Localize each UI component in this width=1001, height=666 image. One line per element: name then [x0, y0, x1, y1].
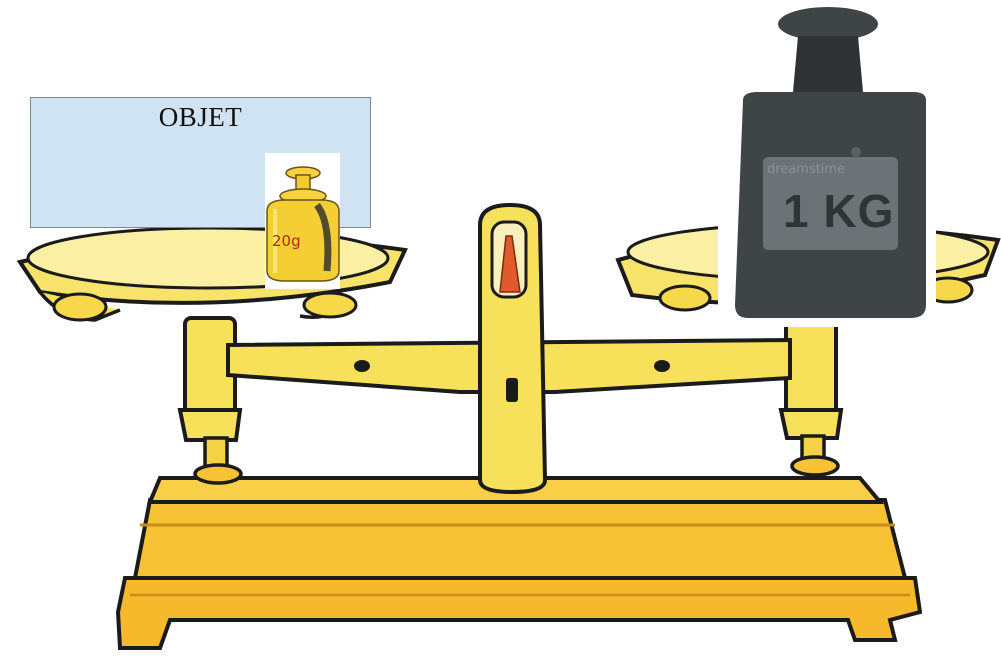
needle-column — [478, 202, 548, 495]
weight-20g: 20g — [265, 153, 340, 289]
watermark-text: dreamstime — [767, 162, 845, 177]
balance-base — [115, 476, 923, 650]
weight-20g-label: 20g — [272, 232, 301, 250]
weight-1kg: dreamstime 1 KG — [718, 0, 936, 327]
left-pan — [16, 226, 408, 322]
left-column — [177, 316, 243, 485]
weight-1kg-icon: dreamstime 1 KG — [735, 7, 926, 318]
object-label: OBJET — [158, 102, 243, 132]
weight-1kg-label: 1 KG — [783, 185, 894, 237]
weight-20g-icon: 20g — [266, 166, 340, 282]
